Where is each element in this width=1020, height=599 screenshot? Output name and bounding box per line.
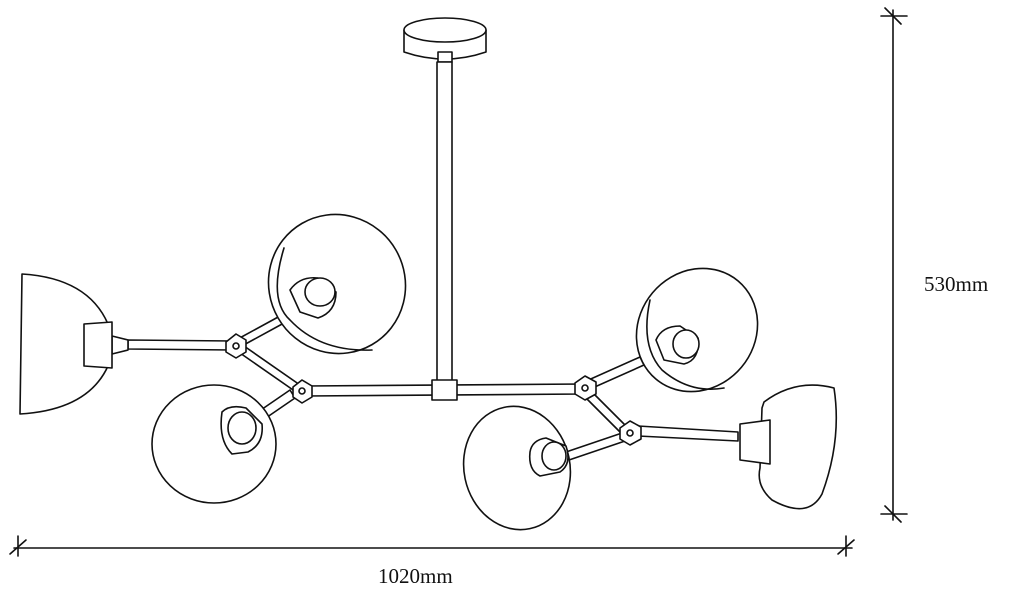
lamp-shade-upper-left: [267, 213, 407, 355]
width-label: 1020mm: [378, 564, 453, 588]
lamp-shade-upper-right: [635, 267, 759, 393]
lamp-shade-lower-left: [151, 384, 277, 504]
ceiling-canopy: [403, 17, 487, 63]
width-dimension: [9, 535, 855, 557]
main-arm: [305, 379, 584, 401]
down-rod: [436, 61, 453, 385]
lamp-shade-far-right: [739, 384, 838, 510]
right-branch-arms: [565, 356, 739, 461]
lamp-shade-far-left: [19, 273, 113, 415]
height-label: 530mm: [924, 272, 988, 296]
height-dimension: [880, 7, 908, 523]
lamp-shade-lower-right: [462, 405, 572, 531]
